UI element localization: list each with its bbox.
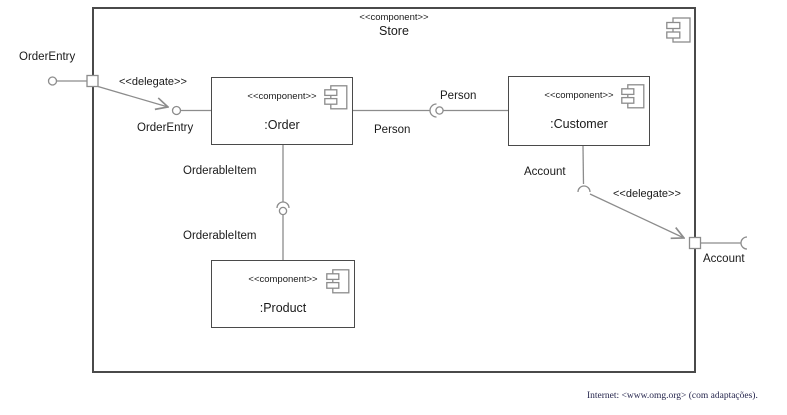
customer-component-box: <<component>> :Customer [508,76,650,146]
source-caption: Internet: <www.omg.org> (com adaptações)… [587,391,758,401]
label-orderable-item-upper: OrderableItem [183,165,257,177]
store-header: <<component>> Store [92,12,696,38]
product-component-box: <<component>> :Product [211,260,355,328]
order-name: :Order [264,118,300,132]
label-order-entry-external: OrderEntry [19,51,76,63]
order-stereotype: <<component>> [247,91,317,102]
label-delegate-left: <<delegate>> [119,76,187,88]
ball-icon [47,76,58,86]
label-account-external: Account [703,253,745,265]
component-icon [621,84,645,109]
customer-name: :Customer [550,117,608,131]
customer-stereotype: <<component>> [544,90,614,101]
component-icon [326,269,350,294]
label-account-internal: Account [524,166,566,178]
label-orderable-item-lower: OrderableItem [183,230,257,242]
component-icon [666,17,691,43]
store-component-box [92,7,696,373]
account-external-socket [700,236,748,250]
order-component-box: <<component>> :Order [211,77,353,145]
store-name: Store [379,23,409,38]
label-person-upper: Person [440,90,477,102]
product-stereotype: <<component>> [248,274,318,285]
component-icon [324,85,348,110]
product-name: :Product [259,301,307,315]
label-person-lower: Person [374,124,411,136]
store-stereotype: <<component>> [359,12,429,23]
label-delegate-right: <<delegate>> [613,188,681,200]
socket-icon [740,236,748,250]
order-entry-provided-interface [47,74,99,88]
label-order-entry-internal: OrderEntry [137,122,194,134]
